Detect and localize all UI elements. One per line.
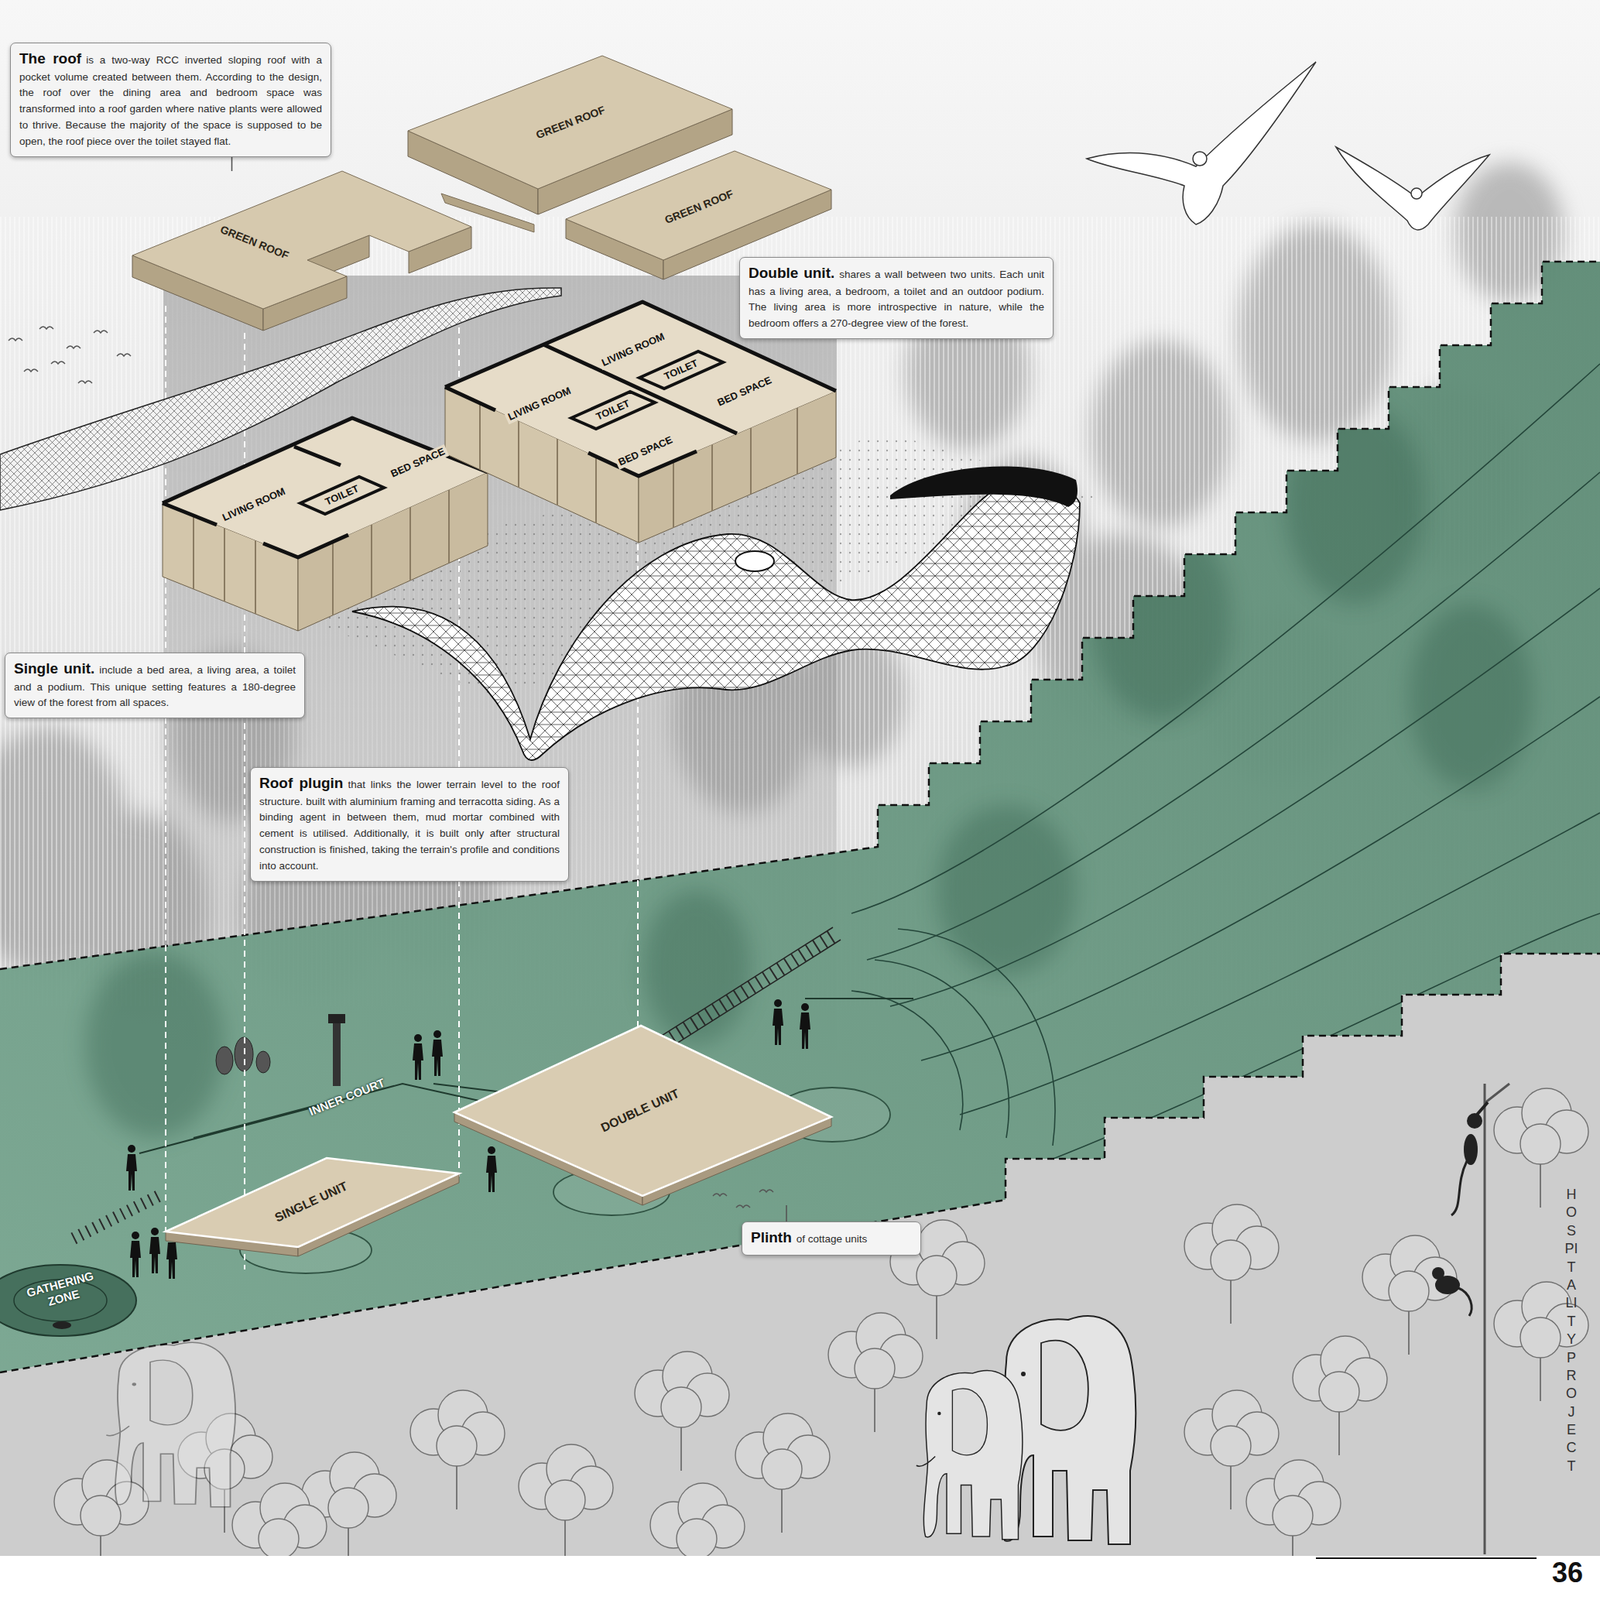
plinth-slab: DOUBLE UNIT <box>454 1025 832 1206</box>
zone-label: INNER COURT <box>307 1075 388 1119</box>
callout-box: The roofis a two-way RCC inverted slopin… <box>10 42 332 158</box>
room-label: TOILET <box>592 396 634 425</box>
room-label: BED SPACE <box>713 373 777 411</box>
roof-slab: GREEN ROOF <box>132 171 472 331</box>
room-label: BED SPACE <box>387 444 450 482</box>
leader-line <box>785 1205 788 1222</box>
room-label: LIVING ROOM <box>503 383 576 425</box>
room-label: TOILET <box>660 356 703 384</box>
callout-text: is a two-way RCC inverted sloping roof w… <box>19 54 323 148</box>
plinth-slab: SINGLE UNIT <box>165 1158 460 1257</box>
callout-heading: Double unit. <box>748 264 835 281</box>
callout-heading: Single unit. <box>13 660 95 677</box>
slab-top <box>565 150 832 261</box>
project-title: HOSPITALITY PROJECT <box>1564 1185 1579 1476</box>
callout-box: Single unit.include a bed area, a living… <box>4 652 305 719</box>
room-label: LIVING ROOM <box>597 329 669 371</box>
callout-heading: Roof plugin <box>259 774 343 792</box>
callout-box: Roof pluginthat links the lower terrain … <box>250 767 569 882</box>
slab-top <box>454 1025 832 1196</box>
callout-heading: Plinth <box>750 1229 792 1246</box>
leader-line <box>231 157 233 172</box>
page-number: 36 <box>1552 1556 1583 1590</box>
slab-top <box>165 1158 460 1248</box>
room-label: LIVING ROOM <box>218 484 290 526</box>
room-label: TOILET <box>321 481 364 510</box>
callout-box: Double unit.shares a wall between two un… <box>739 256 1054 340</box>
zone-label: GATHERING ZONE <box>17 1267 107 1316</box>
callout-text: of cottage units <box>796 1233 868 1245</box>
slab-top <box>132 171 472 309</box>
slab-top <box>407 55 733 189</box>
callout-text: that links the lower terrain level to th… <box>259 778 560 872</box>
callout-heading: The roof <box>19 50 82 67</box>
room-label: BED SPACE <box>614 432 678 470</box>
callout-box: Plinth of cottage units <box>741 1221 922 1256</box>
slab-shape <box>132 171 472 331</box>
